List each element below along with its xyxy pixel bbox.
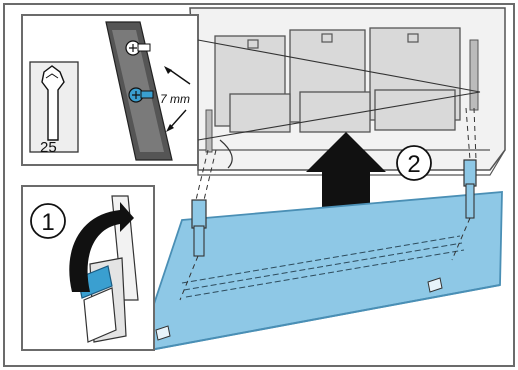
step-2-label: 2 <box>407 151 420 178</box>
step-2-marker: 2 <box>397 146 431 180</box>
step-1-marker: 1 <box>31 204 65 238</box>
bit-size-label: 25 <box>40 139 57 156</box>
hinge-detail-inset: 1 <box>22 186 154 350</box>
detail-inset: 25 7 mm <box>22 15 198 165</box>
filter-6 <box>375 90 455 130</box>
torx-bit-icon: 25 <box>30 62 78 156</box>
dimension-label: 7 mm <box>160 92 190 106</box>
step-1-label: 1 <box>41 209 54 236</box>
